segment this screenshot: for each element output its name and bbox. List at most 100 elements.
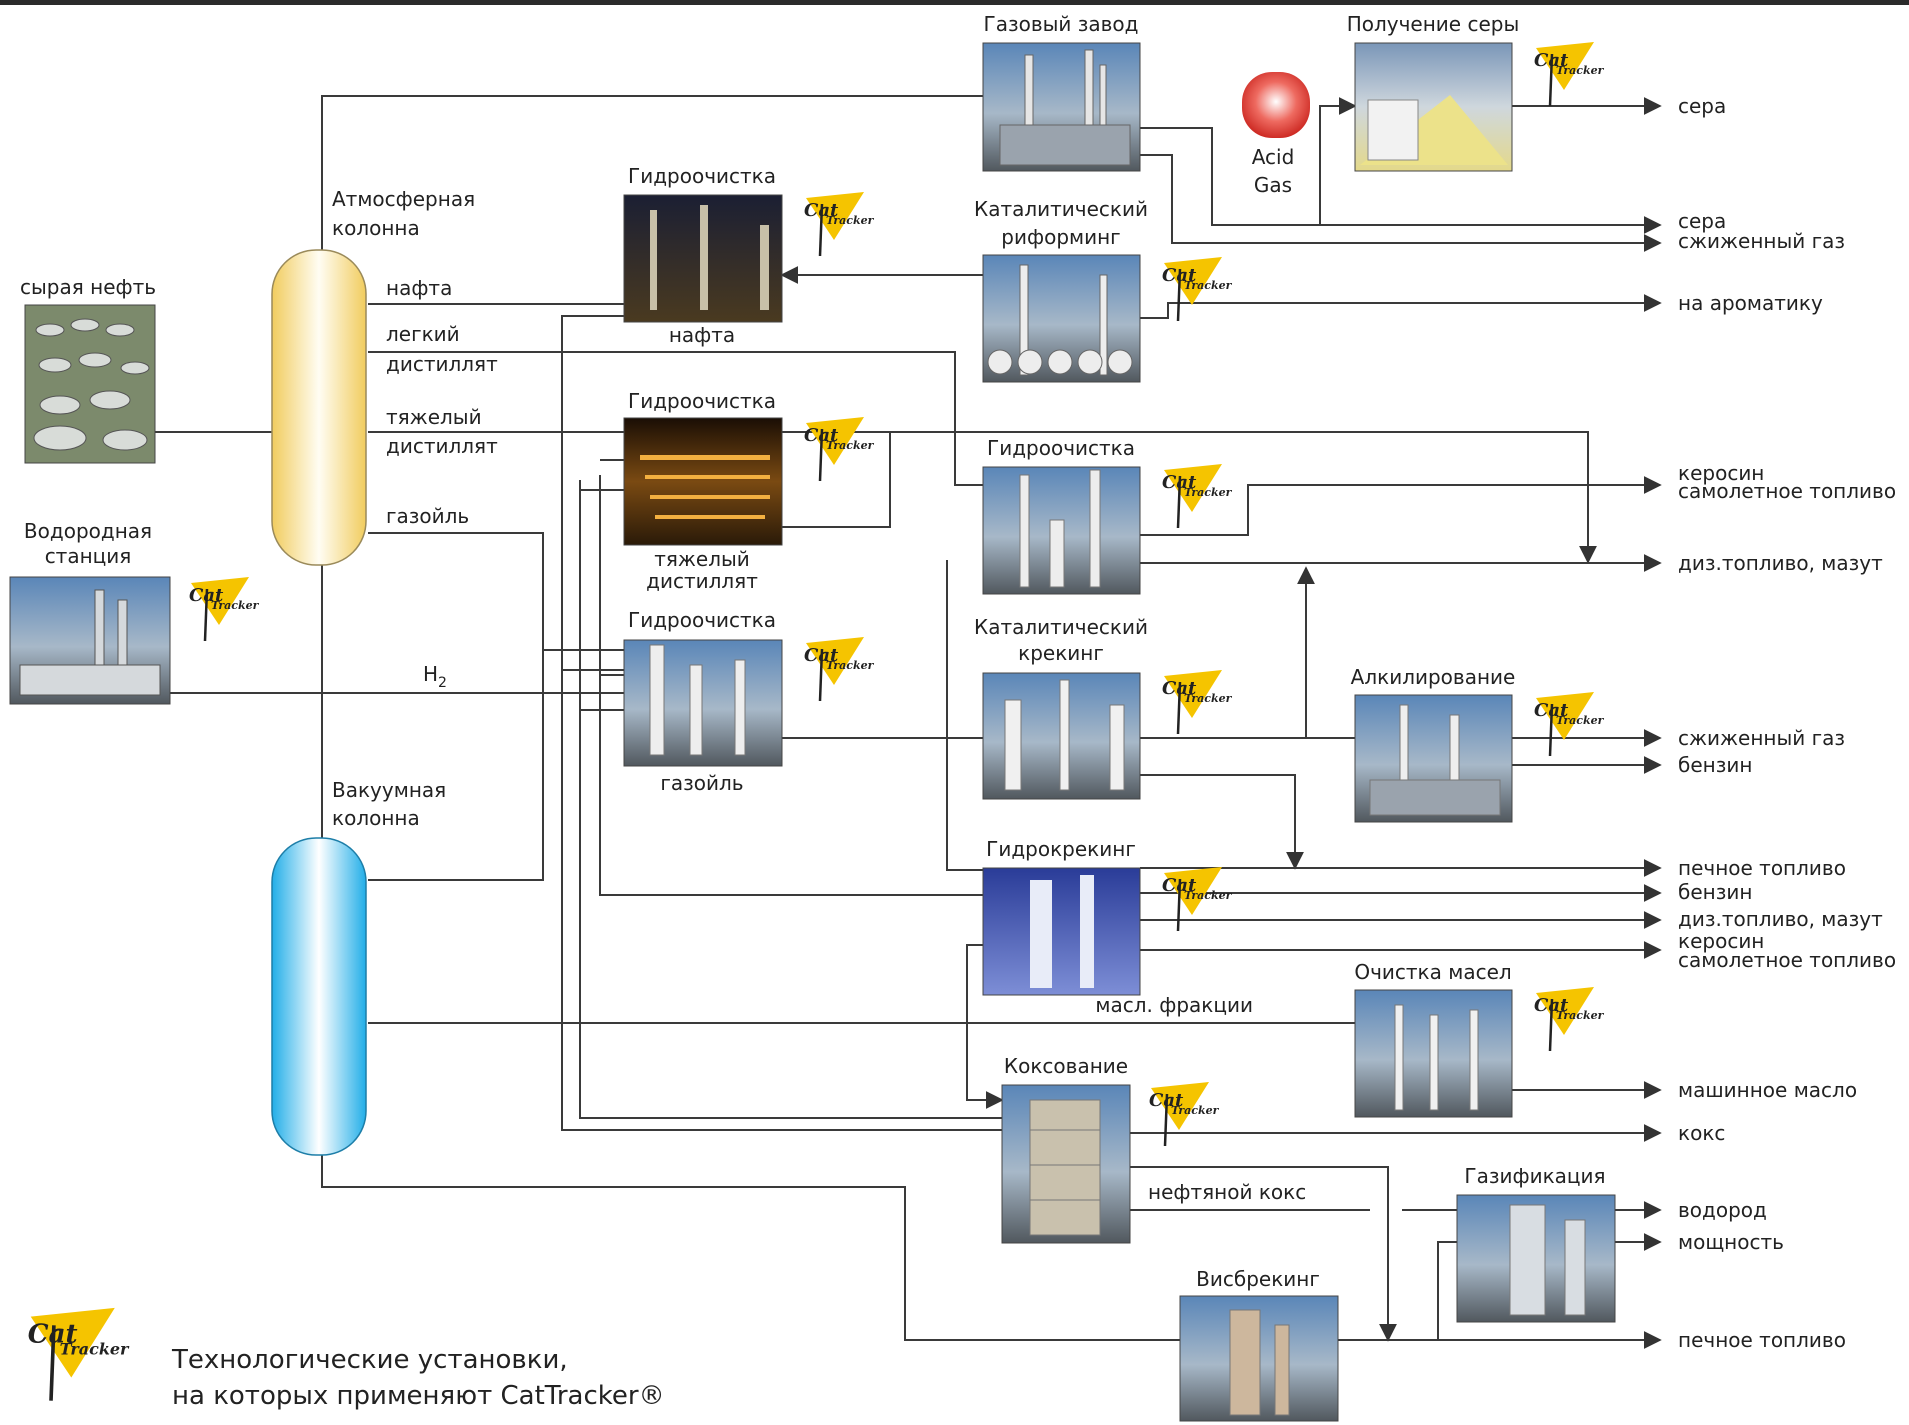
logo-word-tracker: Tracker — [1556, 714, 1605, 727]
visbreaking-label: Висбрекинг — [1196, 1267, 1320, 1291]
crude-label: сырая нефть — [20, 275, 156, 299]
logo-sulfur-recovery: CatTracker — [1534, 42, 1605, 107]
out-heavy-1: тяжелый — [386, 405, 482, 429]
out-gasoil: газойль — [386, 504, 469, 528]
vac-column-label-1: Вакуумная — [332, 778, 446, 802]
legend-cattracker-logo: CatTracker — [28, 1307, 130, 1401]
acid-gas-label-2: Gas — [1254, 173, 1292, 197]
petroleum-coke-label: нефтяной кокс — [1148, 1180, 1306, 1204]
logo-hydrocracking: CatTracker — [1162, 867, 1233, 932]
hydrogen-station-label-1: Водородная — [24, 519, 152, 543]
product-lpg-1: сжиженный газ — [1678, 229, 1845, 253]
product-diesel-2: диз.топливо, мазут — [1678, 907, 1883, 931]
logo-word-tracker: Tracker — [1556, 1009, 1605, 1022]
legend: CatTracker Технологические установки, на… — [28, 1307, 665, 1411]
cat-reforming-photo — [982, 254, 1141, 383]
hydrotreating-3-label: Гидроочистка — [628, 608, 776, 632]
logo-coking: CatTracker — [1149, 1082, 1220, 1147]
hydrotreating-2-sub-2: дистиллят — [646, 569, 758, 593]
product-motor-oil: машинное масло — [1678, 1078, 1857, 1102]
logo-alkylation: CatTracker — [1534, 692, 1605, 757]
cat-cracking-label-1: Каталитический — [974, 615, 1148, 639]
logo-word-cat: Cat — [1162, 472, 1197, 493]
product-sulfur-top: сера — [1678, 94, 1726, 118]
vacuum-column — [271, 837, 367, 1156]
logo-word-cat: Cat — [804, 645, 839, 666]
out-light-2: дистиллят — [386, 352, 498, 376]
coking-label: Коксование — [1004, 1054, 1128, 1078]
logo-word-cat: Cat — [1162, 265, 1197, 286]
logo-word-cat: Cat — [1534, 700, 1569, 721]
product-lpg-2: сжиженный газ — [1678, 726, 1845, 750]
hydrocracking-photo — [982, 867, 1141, 996]
hydrogen-station-label-2: станция — [45, 544, 132, 568]
h2-label: H2 — [423, 662, 447, 691]
product-sulfur: сера — [1678, 209, 1726, 233]
atm-column-label-1: Атмосферная — [332, 187, 475, 211]
oil-refining-label: Очистка масел — [1354, 960, 1511, 984]
logo-oil-refining: CatTracker — [1534, 987, 1605, 1052]
product-coke: кокс — [1678, 1121, 1725, 1145]
logo-word-tracker: Tracker — [826, 439, 875, 452]
acid-gas-label-1: Acid — [1252, 145, 1295, 169]
hydrotreating-4-label: Гидроочистка — [987, 436, 1135, 460]
logo-word-cat: Cat — [28, 1319, 78, 1350]
logo-cat-cracking: CatTracker — [1162, 670, 1233, 735]
logo-word-cat: Cat — [1162, 875, 1197, 896]
logo-word-tracker: Tracker — [211, 599, 260, 612]
logo-hydrotreating-4: CatTracker — [1162, 464, 1233, 529]
logo-word-cat: Cat — [1162, 678, 1197, 699]
product-aromatics: на ароматику — [1678, 291, 1823, 315]
cat-reforming-label-2: риформинг — [1001, 225, 1120, 249]
hydrotreating-3-photo — [623, 639, 783, 767]
coking-photo — [1001, 1084, 1131, 1244]
logo-word-cat: Cat — [1534, 50, 1569, 71]
crude-oil-photo — [24, 304, 156, 464]
cattracker-logos: CatTrackerCatTrackerCatTrackerCatTracker… — [189, 42, 1605, 1147]
out-heavy-2: дистиллят — [386, 434, 498, 458]
logo-cat-reforming: CatTracker — [1162, 257, 1233, 322]
product-jet-fuel-1: самолетное топливо — [1678, 479, 1896, 503]
gas-plant-photo — [982, 42, 1141, 172]
logo-word-tracker: Tracker — [60, 1339, 130, 1358]
legend-line-2: на которых применяют CatTracker® — [172, 1381, 665, 1411]
logo-word-tracker: Tracker — [1556, 64, 1605, 77]
logo-word-cat: Cat — [804, 425, 839, 446]
oil-fractions-label: масл. фракции — [1095, 993, 1253, 1017]
cat-cracking-label-2: крекинг — [1018, 641, 1104, 665]
vac-column-label-2: колонна — [332, 806, 420, 830]
product-gasoline-1: бензин — [1678, 753, 1752, 777]
gasification-label: Газификация — [1464, 1164, 1605, 1188]
product-gasoline-2: бензин — [1678, 880, 1752, 904]
logo-word-tracker: Tracker — [1184, 279, 1233, 292]
hydrotreating-2-photo — [623, 417, 783, 546]
cat-reforming-label-1: Каталитический — [974, 197, 1148, 221]
legend-logo-mark: CatTracker — [28, 1307, 130, 1401]
product-jet-fuel-2: самолетное топливо — [1678, 948, 1896, 972]
logo-hydrotreating-2: CatTracker — [804, 417, 875, 482]
atm-column-label-2: колонна — [332, 216, 420, 240]
legend-line-1: Технологические установки, — [171, 1345, 568, 1375]
sulfur-recovery-label: Получение серы — [1347, 12, 1520, 36]
hydrotreating-3-sub: газойль — [660, 771, 743, 795]
product-hydrogen: водород — [1678, 1198, 1767, 1222]
acid-gas-sphere — [1242, 72, 1310, 138]
atmospheric-column — [271, 249, 367, 566]
out-light-1: легкий — [386, 322, 460, 346]
hydrotreating-4-photo — [982, 466, 1141, 595]
sulfur-recovery-photo — [1354, 42, 1513, 172]
out-naphtha: нафта — [386, 276, 452, 300]
gasification-photo — [1456, 1194, 1616, 1323]
product-kerosene-1: керосин — [1678, 461, 1764, 485]
logo-word-tracker: Tracker — [1171, 1104, 1220, 1117]
product-kerosene-2: керосин — [1678, 929, 1764, 953]
alkylation-label: Алкилирование — [1351, 665, 1516, 689]
logo-word-tracker: Tracker — [1184, 486, 1233, 499]
hydrotreating-2-label: Гидроочистка — [628, 389, 776, 413]
hydrotreating-2-sub-1: тяжелый — [654, 547, 750, 571]
hydrocracking-label: Гидрокрекинг — [986, 837, 1136, 861]
alkylation-photo — [1354, 694, 1513, 823]
product-diesel-1: диз.топливо, мазут — [1678, 551, 1883, 575]
